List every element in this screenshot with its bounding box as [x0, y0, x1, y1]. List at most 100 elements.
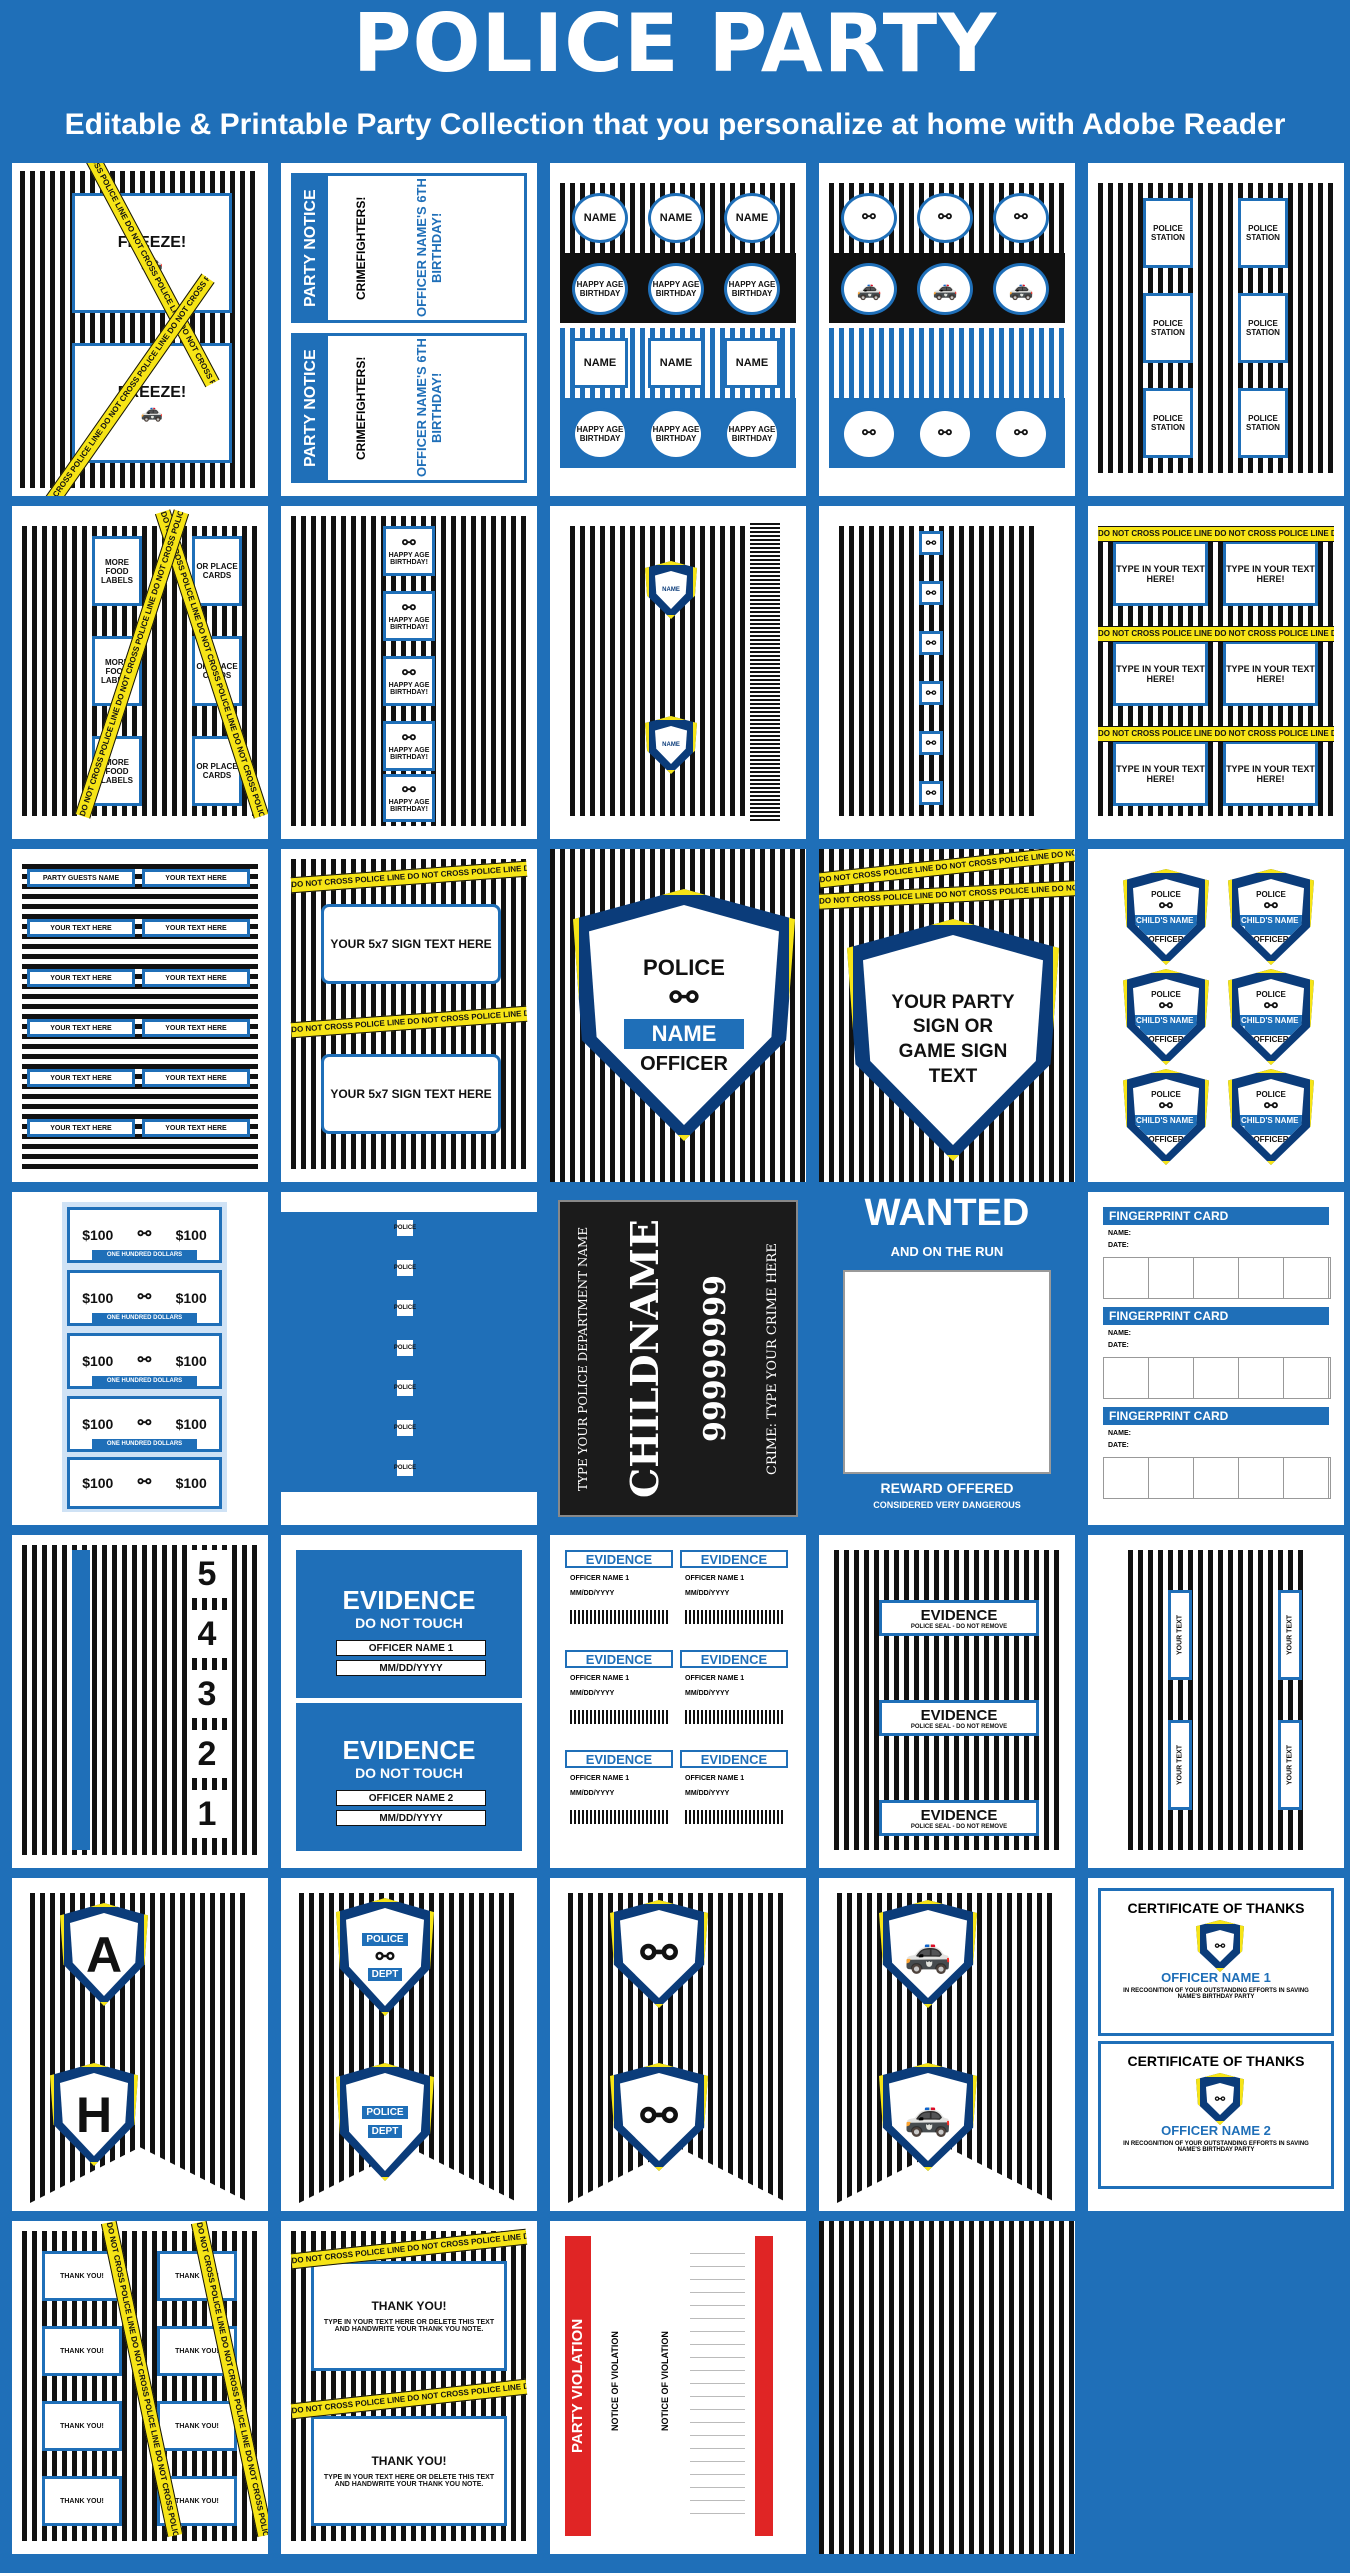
- thank-you-tag: THANK YOU!: [42, 2326, 122, 2376]
- handcuffs-icon: ⚯: [1014, 209, 1028, 226]
- tile-banner-cars[interactable]: 🚓 🚓: [819, 1878, 1075, 2211]
- fingerprint-boxes: [1103, 1457, 1331, 1499]
- topper-birthday: HAPPY AGE BIRTHDAY: [572, 263, 628, 315]
- tile-badge-sign[interactable]: POLICE ⚯ NAME OFFICER: [550, 849, 806, 1182]
- violation-title: PARTY VIOLATION: [569, 2318, 586, 2454]
- sign-panel: YOUR 5x7 SIGN TEXT HERE: [321, 1054, 501, 1134]
- cup-wrap-label: YOUR TEXT: [1168, 1720, 1192, 1810]
- tile-party-violation[interactable]: PARTY VIOLATION NOTICE OF VIOLATION NOTI…: [550, 2221, 806, 2554]
- violation-checklist: [690, 2246, 745, 2526]
- barcode: [750, 521, 780, 821]
- tile-thank-you-tags[interactable]: THANK YOU! THANK YOU! THANK YOU! THANK Y…: [12, 2221, 268, 2554]
- police-car-icon: 🚓: [932, 278, 958, 301]
- evidence-label: EVIDENCE: [680, 1550, 788, 1568]
- tent-card: TYPE IN YOUR TEXT HERE!: [1113, 541, 1208, 606]
- tile-thank-you-cards[interactable]: THANK YOU!TYPE IN YOUR TEXT HERE OR DELE…: [281, 2221, 537, 2554]
- handcuffs-icon: ⚯: [862, 425, 876, 442]
- water-label: ⚯HAPPY AGE BIRTHDAY!: [383, 774, 435, 822]
- tent-card: TYPE IN YOUR TEXT HERE!: [1223, 741, 1318, 806]
- tile-stickers[interactable]: ⚯ ⚯ ⚯ 🚓 🚓 🚓 ⚯ ⚯ ⚯: [819, 163, 1075, 496]
- tile-food-labels[interactable]: POLICE STATION POLICE STATION POLICE STA…: [1088, 163, 1344, 496]
- tile-party-notice[interactable]: PARTY NOTICE CRIMEFIGHTERS! OFFICER NAME…: [281, 163, 537, 496]
- evidence-label: EVIDENCE: [565, 1750, 673, 1768]
- sticker: ⚯: [841, 193, 897, 243]
- tile-cupcake-toppers[interactable]: NAME NAME NAME HAPPY AGE BIRTHDAY HAPPY …: [550, 163, 806, 496]
- mugshot-board: TYPE YOUR POLICE DEPARTMENT NAME CHILDNA…: [558, 1200, 798, 1517]
- food-label: POLICE STATION: [1238, 293, 1288, 363]
- violation-strip: [755, 2236, 773, 2536]
- tile-evidence-markers[interactable]: 5 4 3 2 1: [12, 1535, 268, 1868]
- handcuffs-icon: ⚯: [640, 1929, 678, 1978]
- tile-tent-labels[interactable]: MORE FOOD LABELS OR PLACE CARDS MORE FOO…: [12, 506, 268, 839]
- tile-badge-labels[interactable]: NAME NAME: [550, 506, 806, 839]
- tile-evidence-labels[interactable]: EVIDENCE EVIDENCE OFFICER NAME 1 OFFICER…: [550, 1535, 806, 1868]
- sticker: ⚯: [841, 408, 897, 460]
- evidence-marker: 4: [187, 1610, 227, 1658]
- thank-you-tag: THANK YOU!: [157, 2401, 237, 2451]
- tile-wanted-poster[interactable]: WANTED AND ON THE RUN REWARD OFFERED CON…: [819, 1192, 1075, 1525]
- food-label: POLICE STATION: [1238, 388, 1288, 458]
- water-label: ⚯HAPPY AGE BIRTHDAY!: [383, 721, 435, 771]
- money-caption: ONE HUNDRED DOLLARS: [92, 1376, 197, 1387]
- topper-name: NAME: [648, 193, 704, 243]
- tile-invitation-freeze[interactable]: FREEZE! 🚓 FREEZE! 🚓 DO NOT CROSS POLICE …: [12, 163, 268, 496]
- barcode: [570, 1710, 668, 1724]
- food-label: POLICE STATION: [1238, 198, 1288, 268]
- topper-name: NAME: [724, 338, 780, 388]
- handcuffs-icon: ⚯: [925, 686, 937, 700]
- photo-frame: [843, 1270, 1051, 1474]
- address-label: PARTY GUESTS NAME: [27, 869, 135, 887]
- tile-mugshot[interactable]: TYPE YOUR POLICE DEPARTMENT NAME CHILDNA…: [550, 1192, 806, 1525]
- food-label: MORE FOOD LABELS: [92, 536, 142, 606]
- tile-napkin-wraps[interactable]: ⚯ ⚯ ⚯ ⚯ ⚯ ⚯: [819, 506, 1075, 839]
- thank-you-card: THANK YOU!TYPE IN YOUR TEXT HERE OR DELE…: [311, 2261, 507, 2371]
- badge-officer-text: OFFICER: [640, 1052, 728, 1075]
- tile-certificates[interactable]: CERTIFICATE OF THANKS ⚯ OFFICER NAME 1 I…: [1088, 1878, 1344, 2211]
- tile-5x7-signs[interactable]: YOUR 5x7 SIGN TEXT HERE YOUR 5x7 SIGN TE…: [281, 849, 537, 1182]
- handcuffs-icon: ⚯: [925, 786, 937, 800]
- reward-text: REWARD OFFERED: [880, 1480, 1014, 1496]
- thank-you-tag: THANK YOU!: [42, 2251, 122, 2301]
- napkin-seal: ⚯: [919, 531, 943, 555]
- tile-party-sign[interactable]: YOUR PARTY SIGN OR GAME SIGN TEXT DO NOT…: [819, 849, 1075, 1182]
- mugshot-crime: CRIME: TYPE YOUR CRIME HERE: [765, 1242, 781, 1475]
- tile-straw-flags[interactable]: POLICE POLICE POLICE POLICE POLICE POLIC…: [281, 1192, 537, 1525]
- evidence-marker: 5: [187, 1550, 227, 1598]
- tile-tent-cards[interactable]: TYPE IN YOUR TEXT HERE! TYPE IN YOUR TEX…: [1088, 506, 1344, 839]
- barcode: [685, 1810, 783, 1824]
- tent-card: TYPE IN YOUR TEXT HERE!: [1223, 641, 1318, 706]
- tile-address-labels[interactable]: PARTY GUESTS NAME YOUR TEXT HERE YOUR TE…: [12, 849, 268, 1182]
- topper-name: NAME: [724, 193, 780, 243]
- police-car-icon: 🚓: [856, 278, 882, 301]
- food-label: POLICE STATION: [1143, 198, 1193, 268]
- party-notice-label: PARTY NOTICE: [294, 176, 328, 320]
- party-sign-text: YOUR PARTY SIGN OR GAME SIGN TEXT: [891, 991, 1015, 1087]
- address-label: YOUR TEXT HERE: [142, 919, 250, 937]
- tile-water-labels[interactable]: ⚯HAPPY AGE BIRTHDAY! ⚯HAPPY AGE BIRTHDAY…: [281, 506, 537, 839]
- tile-striped-paper[interactable]: [819, 2221, 1075, 2554]
- certificate: [1098, 1888, 1334, 2036]
- tile-banner-handcuffs[interactable]: ⚯ ⚯: [550, 1878, 806, 2211]
- evidence-marker: 3: [187, 1670, 227, 1718]
- tile-evidence-signs[interactable]: EVIDENCE DO NOT TOUCH OFFICER NAME 1 MM/…: [281, 1535, 537, 1868]
- tile-fingerprint-cards[interactable]: FINGERPRINT CARD NAME: DATE: FINGERPRINT…: [1088, 1192, 1344, 1525]
- tile-banner-letters[interactable]: A H: [12, 1878, 268, 2211]
- tile-play-money[interactable]: $100⚯$100 $100⚯$100 $100⚯$100 $100⚯$100 …: [12, 1192, 268, 1525]
- fingerprint-boxes: [1103, 1357, 1331, 1399]
- topper-birthday: HAPPY AGE BIRTHDAY: [648, 408, 704, 460]
- tile-cup-wraps[interactable]: YOUR TEXT YOUR TEXT YOUR TEXT YOUR TEXT: [1088, 1535, 1344, 1868]
- handcuffs-icon: ⚯: [925, 586, 937, 600]
- handcuffs-icon: ⚯: [402, 730, 416, 747]
- sticker: ⚯: [993, 408, 1049, 460]
- stripe-background: [839, 526, 1039, 816]
- product-grid: FREEZE! 🚓 FREEZE! 🚓 DO NOT CROSS POLICE …: [12, 163, 1344, 2560]
- evidence-tape-strip: [72, 1550, 90, 1850]
